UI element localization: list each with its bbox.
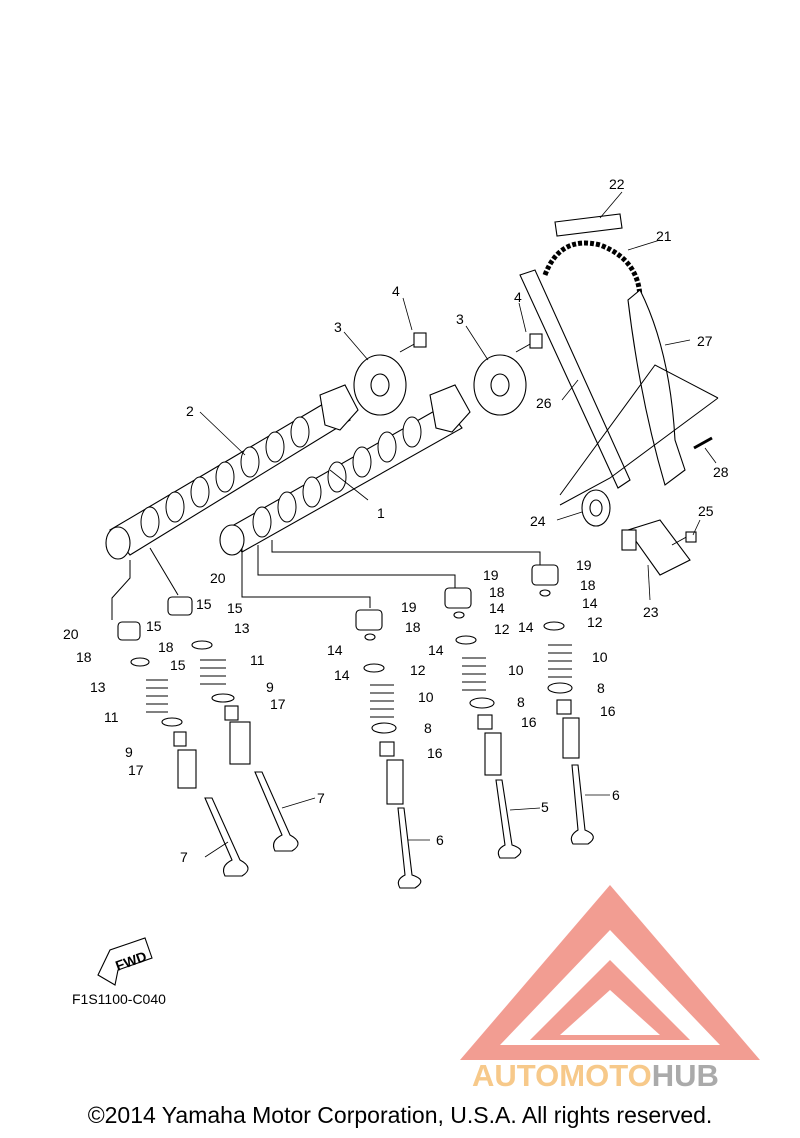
fwd-arrow-icon <box>97 937 153 986</box>
callout-14: 14 <box>582 595 598 611</box>
assembly-lines <box>111 364 719 620</box>
callout-17: 17 <box>128 762 144 778</box>
cam-sprocket-left <box>353 354 407 416</box>
callout-1: 1 <box>377 505 385 521</box>
callout-9: 9 <box>266 679 274 695</box>
callout-3: 3 <box>456 311 464 327</box>
callout-22: 22 <box>609 176 625 192</box>
callout-15: 15 <box>146 618 162 634</box>
valve-group-d <box>444 587 522 859</box>
callout-10: 10 <box>418 689 434 705</box>
chain-guide-27 <box>627 289 686 486</box>
callout-28: 28 <box>713 464 729 480</box>
diagram-reference-code: F1S1100-C040 <box>72 991 166 1007</box>
callout-2: 2 <box>186 403 194 419</box>
callouts: 1 2 3 3 4 4 5 6 6 7 7 8 8 8 9 9 10 10 10… <box>63 176 729 865</box>
callout-8: 8 <box>424 720 432 736</box>
chain-tensioner <box>621 519 691 576</box>
callout-6: 6 <box>612 787 620 803</box>
callout-12: 12 <box>410 662 426 678</box>
callout-19: 19 <box>576 557 592 573</box>
callout-14: 14 <box>428 642 444 658</box>
callout-14: 14 <box>518 619 534 635</box>
callout-26: 26 <box>536 395 552 411</box>
camshaft-1 <box>219 384 471 556</box>
callout-14: 14 <box>327 642 343 658</box>
callout-14: 14 <box>489 600 505 616</box>
callout-16: 16 <box>427 745 443 761</box>
callout-15: 15 <box>227 600 243 616</box>
callout-21: 21 <box>656 228 672 244</box>
sprocket-bolt-left <box>399 332 427 353</box>
callout-15: 15 <box>170 657 186 673</box>
guide-pin <box>693 436 713 450</box>
copyright-footer: ©2014 Yamaha Motor Corporation, U.S.A. A… <box>87 1102 713 1128</box>
callout-18: 18 <box>76 649 92 665</box>
callout-20: 20 <box>210 570 226 586</box>
tensioner-gasket <box>581 489 611 527</box>
callout-3: 3 <box>334 319 342 335</box>
callout-4: 4 <box>514 289 522 305</box>
camshaft-2 <box>105 384 359 560</box>
callout-19: 19 <box>401 599 417 615</box>
callout-5: 5 <box>541 799 549 815</box>
callout-18: 18 <box>158 639 174 655</box>
watermark-brand-part2: HUB <box>651 1058 719 1093</box>
callout-15: 15 <box>196 596 212 612</box>
callout-9: 9 <box>125 744 133 760</box>
callout-8: 8 <box>517 694 525 710</box>
valve-group-c <box>355 609 422 889</box>
valve-group-a <box>117 621 249 877</box>
callout-18: 18 <box>405 619 421 635</box>
callout-6: 6 <box>436 832 444 848</box>
callout-20: 20 <box>63 626 79 642</box>
timing-chain <box>542 213 643 301</box>
callout-25: 25 <box>698 503 714 519</box>
callout-27: 27 <box>697 333 713 349</box>
callout-12: 12 <box>587 614 603 630</box>
callout-4: 4 <box>392 283 400 299</box>
callout-24: 24 <box>530 513 546 529</box>
sprocket-bolt-right <box>515 333 543 353</box>
callout-16: 16 <box>600 703 616 719</box>
leader-lines <box>199 191 717 858</box>
watermark-logo <box>460 885 760 1060</box>
callout-14: 14 <box>334 667 350 683</box>
callout-19: 19 <box>483 567 499 583</box>
tensioner-bolt <box>671 531 697 546</box>
callout-18: 18 <box>580 577 596 593</box>
chain-guide-26 <box>519 269 631 489</box>
callout-18: 18 <box>489 584 505 600</box>
valve-group-e <box>531 564 594 845</box>
callout-7: 7 <box>317 790 325 806</box>
valve-group-b <box>167 596 299 852</box>
callout-16: 16 <box>521 714 537 730</box>
cam-sprocket-right <box>473 354 527 416</box>
callout-13: 13 <box>90 679 106 695</box>
callout-11: 11 <box>250 652 265 668</box>
callout-13: 13 <box>234 620 250 636</box>
watermark-brand-part1: AUTOMOTO <box>472 1058 652 1093</box>
callout-11: 11 <box>104 709 119 725</box>
watermark-brand: AUTOMOTOHUB <box>472 1058 719 1094</box>
callout-7: 7 <box>180 849 188 865</box>
callout-8: 8 <box>597 680 605 696</box>
callout-17: 17 <box>270 696 286 712</box>
callout-10: 10 <box>592 649 608 665</box>
callout-23: 23 <box>643 604 659 620</box>
callout-12: 12 <box>494 621 510 637</box>
callout-10: 10 <box>508 662 524 678</box>
